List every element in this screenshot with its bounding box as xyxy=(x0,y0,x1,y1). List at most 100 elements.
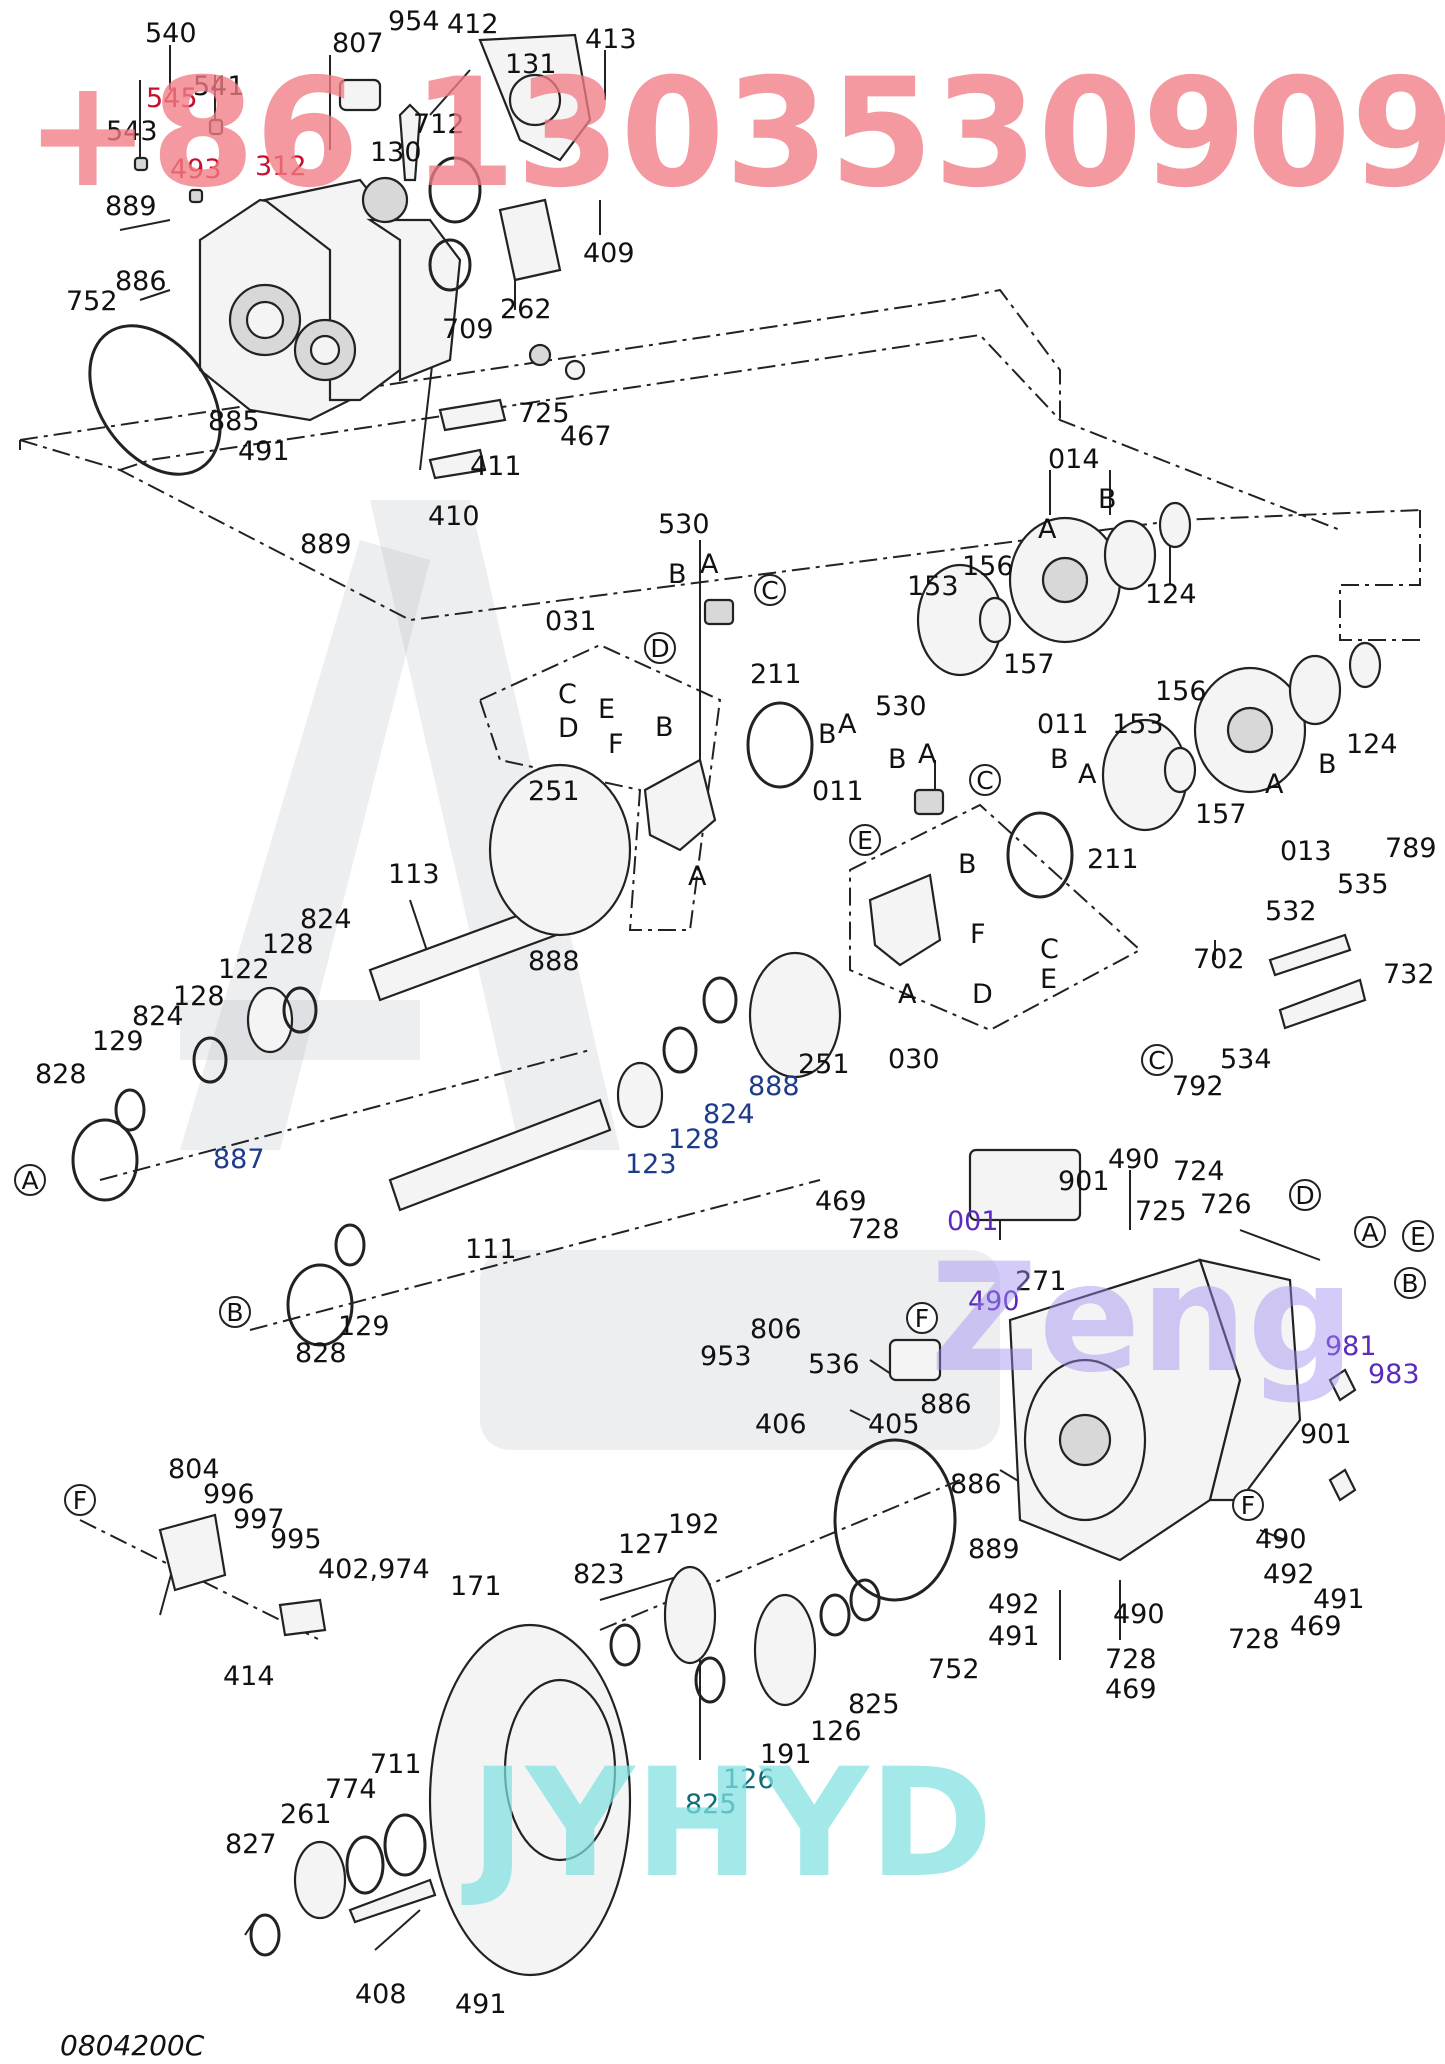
label-153-mid: 153 xyxy=(1112,709,1164,740)
svg-text:E: E xyxy=(598,694,615,725)
label-889-top: 889 xyxy=(105,191,157,222)
label-126-left: 126 xyxy=(723,1764,775,1795)
svg-text:F: F xyxy=(970,919,986,950)
callout-markers: C D C E C A B D A E B F F F xyxy=(14,574,1434,1521)
drawing-code: 0804200C xyxy=(60,2029,205,2062)
label-156-top: 156 xyxy=(962,551,1014,582)
callout-a-right: A xyxy=(1354,1216,1386,1248)
top-left-housing-assembly xyxy=(88,33,592,480)
svg-text:A: A xyxy=(1038,514,1057,545)
label-113: 113 xyxy=(388,859,440,890)
label-995: 995 xyxy=(270,1524,322,1555)
svg-text:B: B xyxy=(888,744,907,775)
label-823: 823 xyxy=(573,1559,625,1590)
label-709: 709 xyxy=(442,314,494,345)
label-752-top: 752 xyxy=(66,286,118,317)
label-804: 804 xyxy=(168,1454,220,1485)
label-411: 411 xyxy=(470,451,522,482)
label-807: 807 xyxy=(332,28,384,59)
label-011-top: 011 xyxy=(812,776,864,807)
label-410: 410 xyxy=(428,501,480,532)
label-156-mid: 156 xyxy=(1155,676,1207,707)
label-728-top: 728 xyxy=(848,1214,900,1245)
background-logo-ghost xyxy=(180,500,1000,1450)
label-725-top: 725 xyxy=(518,398,570,429)
label-491-bottom: 491 xyxy=(455,1989,507,2020)
label-752-low: 752 xyxy=(928,1654,980,1685)
jyhyd-watermark: JYHYD xyxy=(461,1737,993,1911)
label-312: 312 xyxy=(255,151,307,182)
label-887: 887 xyxy=(213,1144,265,1175)
svg-text:D: D xyxy=(1295,1181,1314,1210)
label-983: 983 xyxy=(1368,1359,1420,1390)
label-130: 130 xyxy=(370,137,422,168)
callout-b-right: B xyxy=(1394,1267,1426,1299)
label-129-low: 129 xyxy=(338,1311,390,1342)
label-467: 467 xyxy=(560,421,612,452)
label-725-mid: 725 xyxy=(1135,1196,1187,1227)
callout-c-mid: C xyxy=(969,764,1001,796)
label-124-top: 124 xyxy=(1145,579,1197,610)
label-888-low: 888 xyxy=(748,1071,800,1102)
label-886-low: 886 xyxy=(950,1469,1002,1500)
label-157-mid: 157 xyxy=(1195,799,1247,830)
label-131: 131 xyxy=(505,49,557,80)
label-409: 409 xyxy=(583,238,635,269)
svg-text:F: F xyxy=(915,1304,929,1333)
svg-text:C: C xyxy=(1040,934,1059,965)
label-111: 111 xyxy=(465,1234,517,1265)
label-011-mid: 011 xyxy=(1037,709,1089,740)
label-171: 171 xyxy=(450,1571,502,1602)
label-469-low: 469 xyxy=(1105,1674,1157,1705)
label-013: 013 xyxy=(1280,836,1332,867)
label-192: 192 xyxy=(668,1509,720,1540)
label-530-mid: 530 xyxy=(875,691,927,722)
svg-text:A: A xyxy=(1078,759,1097,790)
label-541: 541 xyxy=(193,71,245,102)
label-536: 536 xyxy=(808,1349,860,1380)
label-806: 806 xyxy=(750,1314,802,1345)
label-491-top: 491 xyxy=(238,436,290,467)
callout-c-top: C xyxy=(754,574,786,606)
callout-b-left: B xyxy=(219,1296,251,1328)
bottom-flange-gears-assembly xyxy=(158,1513,881,1977)
label-001: 001 xyxy=(947,1206,999,1237)
label-774: 774 xyxy=(325,1774,377,1805)
main-housing-assembly xyxy=(833,1148,1357,1602)
label-997: 997 xyxy=(233,1504,285,1535)
callout-d-right: D xyxy=(1289,1179,1321,1211)
svg-text:A: A xyxy=(898,979,917,1010)
label-726: 726 xyxy=(1200,1189,1252,1220)
svg-text:D: D xyxy=(558,713,579,744)
label-014: 014 xyxy=(1048,444,1100,475)
label-828-top: 828 xyxy=(35,1059,87,1090)
phone-watermark: +86 13035309093 xyxy=(25,47,1445,221)
part-number-labels: 540 541 545 543 493 807 954 412 131 413 … xyxy=(35,6,1437,2020)
svg-text:B: B xyxy=(1401,1269,1418,1298)
label-469-top: 469 xyxy=(815,1186,867,1217)
letter-tags: B A C E D F B A A B B A B A B A A B B F … xyxy=(558,484,1337,1010)
svg-text:F: F xyxy=(1241,1491,1255,1520)
zeng-watermark: Zeng xyxy=(930,1232,1355,1406)
label-711: 711 xyxy=(370,1749,422,1780)
label-827: 827 xyxy=(225,1829,277,1860)
svg-text:A: A xyxy=(918,739,937,770)
svg-text:A: A xyxy=(1361,1218,1378,1247)
label-490-right: 490 xyxy=(1255,1524,1307,1555)
label-031: 031 xyxy=(545,606,597,637)
label-789: 789 xyxy=(1385,833,1437,864)
svg-text:B: B xyxy=(1098,484,1117,515)
label-490-top: 490 xyxy=(1108,1144,1160,1175)
label-828-low: 828 xyxy=(295,1338,347,1369)
label-271: 271 xyxy=(1015,1266,1067,1297)
svg-text:B: B xyxy=(1050,744,1069,775)
label-728-low: 728 xyxy=(1105,1644,1157,1675)
svg-text:B: B xyxy=(668,559,687,590)
label-413: 413 xyxy=(585,24,637,55)
cylinder-block-assemblies xyxy=(643,501,1382,977)
label-981: 981 xyxy=(1325,1331,1377,1362)
label-728-right: 728 xyxy=(1228,1624,1280,1655)
label-469-right: 469 xyxy=(1290,1611,1342,1642)
svg-text:E: E xyxy=(857,826,873,855)
label-251-low: 251 xyxy=(798,1049,850,1080)
